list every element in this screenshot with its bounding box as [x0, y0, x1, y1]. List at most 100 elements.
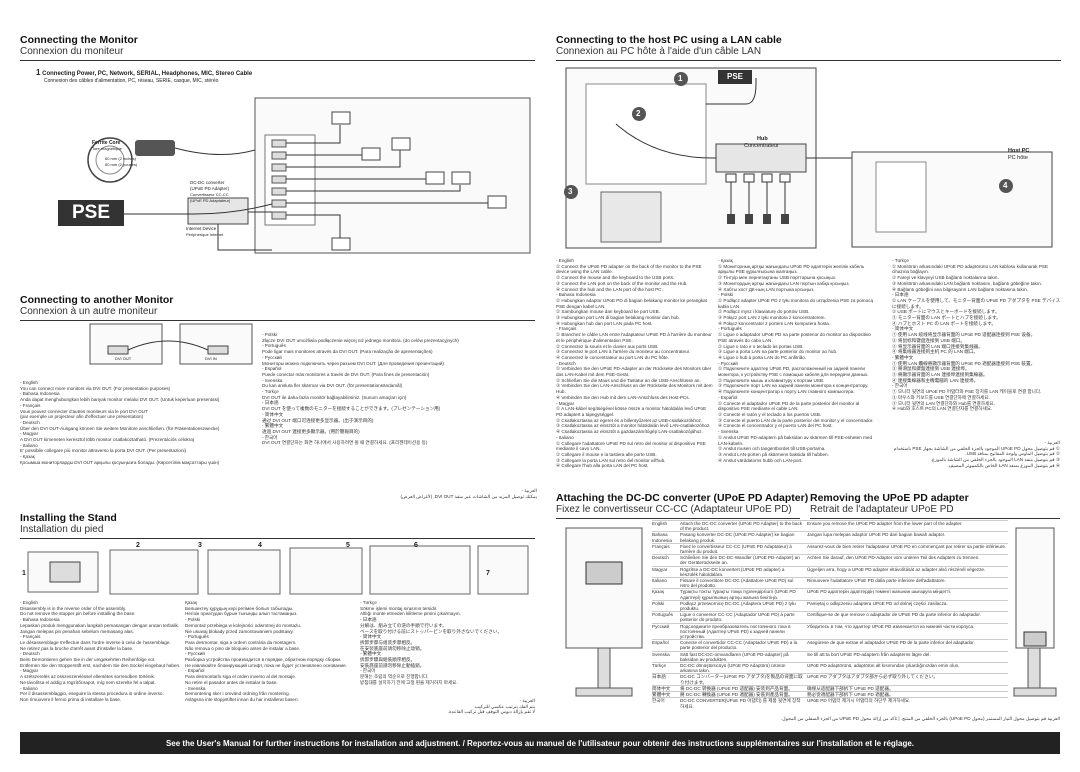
instruction-line: Jangan melepas pin penahan sebelum memas… — [20, 628, 134, 634]
table-cell-remove: Ensure you remove the UPoE PD adapter fr… — [807, 521, 963, 526]
stand-subtitle: Installation du pied — [20, 524, 104, 535]
lan-step-3: 3 — [568, 187, 573, 196]
instruction-line: ③ Hubungkan port LAN di bagian belakang … — [556, 315, 680, 321]
instruction-line: PD adaptert a tápegységgel. — [556, 411, 615, 417]
lang-heading: - 繁體中文 — [360, 651, 382, 657]
instruction-line: لا تقم بإزالة دبوس التوقف قبل تركيب القا… — [447, 709, 535, 715]
instruction-line: ① Подключите адаптер UPoE PD, расположен… — [718, 366, 865, 372]
instruction-line: ② Подключите мышь и клавиатуру к портам … — [718, 377, 825, 383]
instruction-line: ③ Connect the LAN port on the back of th… — [556, 280, 688, 286]
another-subtitle: Connexion à un autre moniteur — [20, 306, 158, 317]
table-cell-attach: Fissare il convertitore DC-DC (Adattator… — [680, 578, 794, 589]
stand-step-4: 4 — [258, 542, 262, 549]
lang-heading: - Français — [20, 402, 41, 408]
instruction-line: 拆卸步骤与组装步骤相反。 — [360, 639, 416, 645]
table-cell-remove: Se till att ta bort UPoE PD-adaptern frå… — [807, 651, 931, 657]
instruction-line: A DVI OUT kimeneten keresztül több monit… — [20, 437, 195, 443]
instruction-line: Do not remove the stopper pin before ins… — [20, 611, 136, 617]
instruction-line: ② 将鼠标和键盘连接到 USB 端口。 — [892, 337, 965, 343]
stand-step-5: 5 — [346, 542, 350, 549]
monitor-subtitle: Connexion du moniteur — [20, 46, 124, 57]
table-cell-lang: 日本語 — [652, 674, 666, 680]
instruction-line: Қосымша мониторларды DVI OUT арқылы қосу… — [20, 459, 220, 465]
instruction-line: Non rimuovere il fermo prima di installa… — [20, 696, 122, 702]
stand-text-arabic: العربية -يتم الفك بترتيب عكسي للتركيب.لا… — [380, 698, 535, 722]
table-cell-remove: UPoE PD адаптерін адаптердің төменгі жағ… — [807, 589, 952, 595]
instruction-line: ③ Anslut LAN-porten på skärmens baksida … — [718, 451, 829, 457]
lang-heading: - Deutsch — [556, 360, 576, 366]
instruction-line: ④ Ligue o hub à porta LAN do PC anfitriã… — [718, 354, 807, 360]
instruction-line: DVI OUT 연결단자는 화면 하나에서 사용하려면 될 때 연결하세요. (… — [262, 440, 428, 446]
table-cell-lang: Türkçe — [652, 663, 667, 669]
instruction-line: ① LAN ケーブルを使用して、モニター背面の UPoE PD アダプタを PS… — [892, 297, 1060, 303]
instruction-line: PSE através do cabo LAN. — [718, 337, 773, 343]
instruction-line: Beim Demontieren gehen Sie in der umgeke… — [20, 657, 156, 663]
instruction-line: العربية - — [521, 488, 537, 493]
instruction-line: mediante il cavo LAN. — [556, 446, 601, 452]
table-cell-lang: 简体中文 — [652, 685, 671, 691]
lang-heading: - 日本語 — [360, 617, 377, 623]
instruction-line: Ne távolítsa el addig a rögzítőcsapot, m… — [20, 679, 156, 685]
instruction-line: Sökme işlemi montaj sırasının tersidir. — [360, 605, 438, 611]
instruction-line: Não remova o pino de bloqueio antes de i… — [185, 645, 301, 651]
instruction-line: ② Тінтуір мен пернетақтаны USB порттарын… — [718, 275, 837, 281]
dvi-in-label: DVI IN — [205, 356, 217, 361]
adapter-sub2: (UPoE PD Adaptateur) — [190, 198, 231, 203]
instruction-line: Demontaż przebiega w kolejności odwrotne… — [185, 622, 302, 628]
remove-subtitle: Retrait de l'adaptateur UPoE PD — [810, 504, 954, 515]
instruction-line: DVI OUT ile daha fazla monitör bağlayabi… — [262, 394, 407, 400]
lang-heading: - Italiano — [20, 685, 38, 691]
cable-length-label: 60 mm (2 inches) — [105, 156, 136, 161]
pse-box-large: PSE — [58, 200, 124, 226]
lang-heading: - Türkçe — [360, 600, 377, 605]
lang-heading: - 日本語 — [262, 400, 279, 406]
instruction-line: Złącze DVI OUT umożliwia podłączenie wię… — [262, 337, 459, 343]
table-cell-remove: UPoE PD アダプタはアダプタ部から必ず取り外してください。 — [807, 674, 938, 680]
instruction-line: ③ Monitörün arkasındaki LAN bağlantı nok… — [892, 280, 1042, 286]
instruction-line: ① Hubungkan adaptor UPoE PD di bagian be… — [556, 297, 707, 303]
lang-heading: - Svenska — [262, 377, 283, 383]
network-label: Internet Device — [186, 226, 217, 231]
instruction-line: ④ Hub와 호스트 PC의 LAN 연결단자를 연결하세요. — [892, 406, 993, 412]
instruction-line: ② USB ポートにマウスとキーボードを接続します。 — [892, 309, 1000, 315]
cable-length-sub: 60 mm (2 pouces) — [105, 162, 138, 167]
instruction-line: You can connect more monitors via DVI OU… — [20, 385, 171, 391]
instruction-line: に接続します。 — [892, 303, 924, 309]
lang-heading: - English — [556, 258, 574, 263]
instruction-line: 在安装底座前请勿移除止动销。 — [360, 645, 425, 651]
table-cell-lang: Magyar — [652, 566, 668, 572]
lang-heading: - Svenska — [718, 429, 739, 435]
table-cell-lang: Italiano — [652, 578, 667, 584]
monitor-title: Connecting the Monitor — [20, 34, 138, 46]
instruction-line: ② Fareyi ve klavyeyi USB bağlantı noktal… — [892, 275, 999, 281]
instruction-line: ③ قم بتوصيل منفذ LAN الموجود بالجزء الخل… — [930, 457, 1060, 463]
lan-step-1: 1 — [678, 74, 683, 83]
instruction-line: Vous pouvez connecter d'autres moniteurs… — [20, 408, 148, 414]
instruction-line: ② 마우스와 키보드를 USB 연결단자에 연결하세요. — [892, 394, 990, 400]
another-monitor-illustration — [89, 323, 253, 365]
table-cell-lang: Қазақ — [652, 589, 664, 595]
instruction-line: Entfernen Sie den Stopperstift erst, nac… — [20, 662, 180, 668]
instruction-line: ③ 将显示器背面的 LAN 端口连接到集线器。 — [892, 343, 983, 349]
table-cell-remove: 确保从适配器下部拆下 UPoE PD 适配器。 — [807, 685, 894, 691]
instruction-line: ② Sambungkan mouse dan keyboard ke port … — [556, 309, 660, 315]
lang-heading: - Español — [262, 366, 282, 372]
instruction-line: Anda dapat menghubungkan lebih banyak mo… — [20, 397, 220, 403]
table-cell-remove: Rimuovere l'adattatore UPoE PD dalla par… — [807, 578, 946, 584]
table-row: 简体中文将 DC-DC 转换器 (UPoE PD 适配器) 安装到产品背面。确保… — [652, 684, 1008, 691]
instruction-line: ① A LAN-kábel segítségével kösse össze a… — [556, 406, 707, 412]
instruction-line: Demontering sker i omvänd ordning från m… — [185, 691, 290, 697]
lang-heading: - Türkçe — [262, 389, 279, 395]
lang-heading: - Português — [718, 326, 742, 332]
table-cell-lang: Polski — [652, 600, 665, 606]
stand-step-6: 6 — [414, 542, 418, 549]
